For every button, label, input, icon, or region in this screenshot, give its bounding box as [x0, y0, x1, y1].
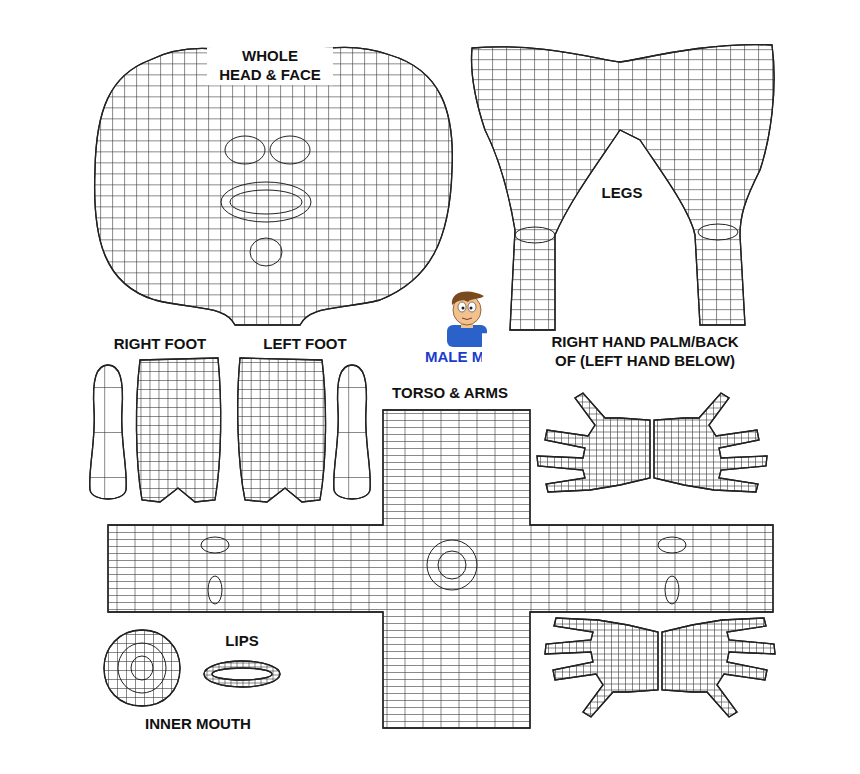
inner-mouth-island	[104, 630, 180, 706]
uv-grid	[334, 365, 371, 499]
part-label: INNER MOUTH	[142, 715, 254, 734]
part-label: WHOLE HEAD & FACE	[207, 47, 333, 85]
right-hand-palm	[537, 393, 650, 492]
right-foot-sole	[90, 365, 127, 499]
uv-grid	[204, 661, 280, 687]
uv-grid	[90, 365, 127, 499]
left-foot-top	[238, 358, 326, 502]
left-hand-back	[662, 618, 775, 717]
uv-grid	[95, 47, 453, 325]
male-map-icon	[447, 291, 487, 347]
right-foot-top	[136, 358, 220, 502]
uv-grid	[238, 358, 326, 502]
uv-grid	[104, 630, 180, 706]
part-label: RIGHT HAND PALM/BACK OF (LEFT HAND BELOW…	[482, 333, 808, 371]
uv-grid	[545, 618, 658, 717]
left-hand-palm	[545, 618, 658, 717]
uv-grid	[654, 393, 767, 492]
legs-island	[472, 45, 775, 330]
right-hand-back	[654, 393, 767, 492]
left-foot-sole	[334, 365, 371, 499]
part-label: RIGHT FOOT	[111, 335, 210, 354]
part-label: LEFT FOOT	[260, 335, 349, 354]
uv-grid	[136, 358, 220, 502]
head-island	[95, 47, 453, 325]
uv-grid	[662, 618, 775, 717]
lips-island	[204, 661, 280, 687]
part-label: LIPS	[222, 632, 261, 651]
uv-grid	[537, 393, 650, 492]
part-label: TORSO & ARMS	[389, 384, 511, 403]
part-label: LEGS	[599, 184, 646, 203]
uv-grid	[472, 45, 775, 330]
